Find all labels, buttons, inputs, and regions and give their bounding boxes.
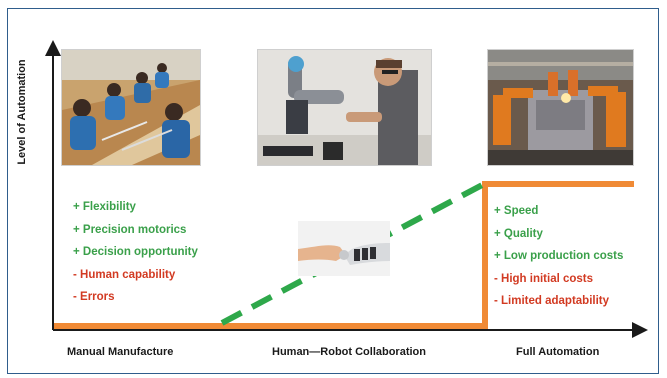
stage-label-full-automation: Full Automation: [516, 346, 600, 358]
manual-point-flexibility: + Flexibility: [73, 201, 136, 213]
automation-level-step-line: [54, 181, 634, 329]
automation-point-quality: + Quality: [494, 227, 543, 240]
full-automation-points: + Speed + Quality + Low production costs…: [494, 200, 623, 313]
workers-assembling-photo: [62, 50, 200, 165]
manual-point-precision-motorics: + Precision motorics: [73, 223, 187, 236]
manual-point-human-capability: - Human capability: [73, 268, 176, 281]
human-robot-handshake-photo: [298, 221, 390, 276]
automation-point-limited-adaptability: - Limited adaptability: [494, 295, 610, 307]
stage-label-collaboration: Human—Robot Collaboration: [272, 346, 426, 358]
stage-label-manual: Manual Manufacture: [67, 346, 174, 358]
automation-point-high-initial-costs: - High initial costs: [494, 272, 594, 285]
automation-point-speed: + Speed: [494, 205, 539, 217]
y-axis-label: Level of Automation: [16, 59, 28, 165]
manual-manufacture-points: + Flexibility + Precision motorics + Dec…: [73, 196, 198, 309]
robotic-assembly-line-photo: [488, 50, 633, 165]
person-with-robot-arm-photo: [258, 50, 431, 165]
manual-point-errors: - Errors: [73, 291, 115, 303]
automation-point-low-production-costs: + Low production costs: [494, 250, 624, 262]
manual-point-decision-opportunity: + Decision opportunity: [73, 246, 198, 258]
